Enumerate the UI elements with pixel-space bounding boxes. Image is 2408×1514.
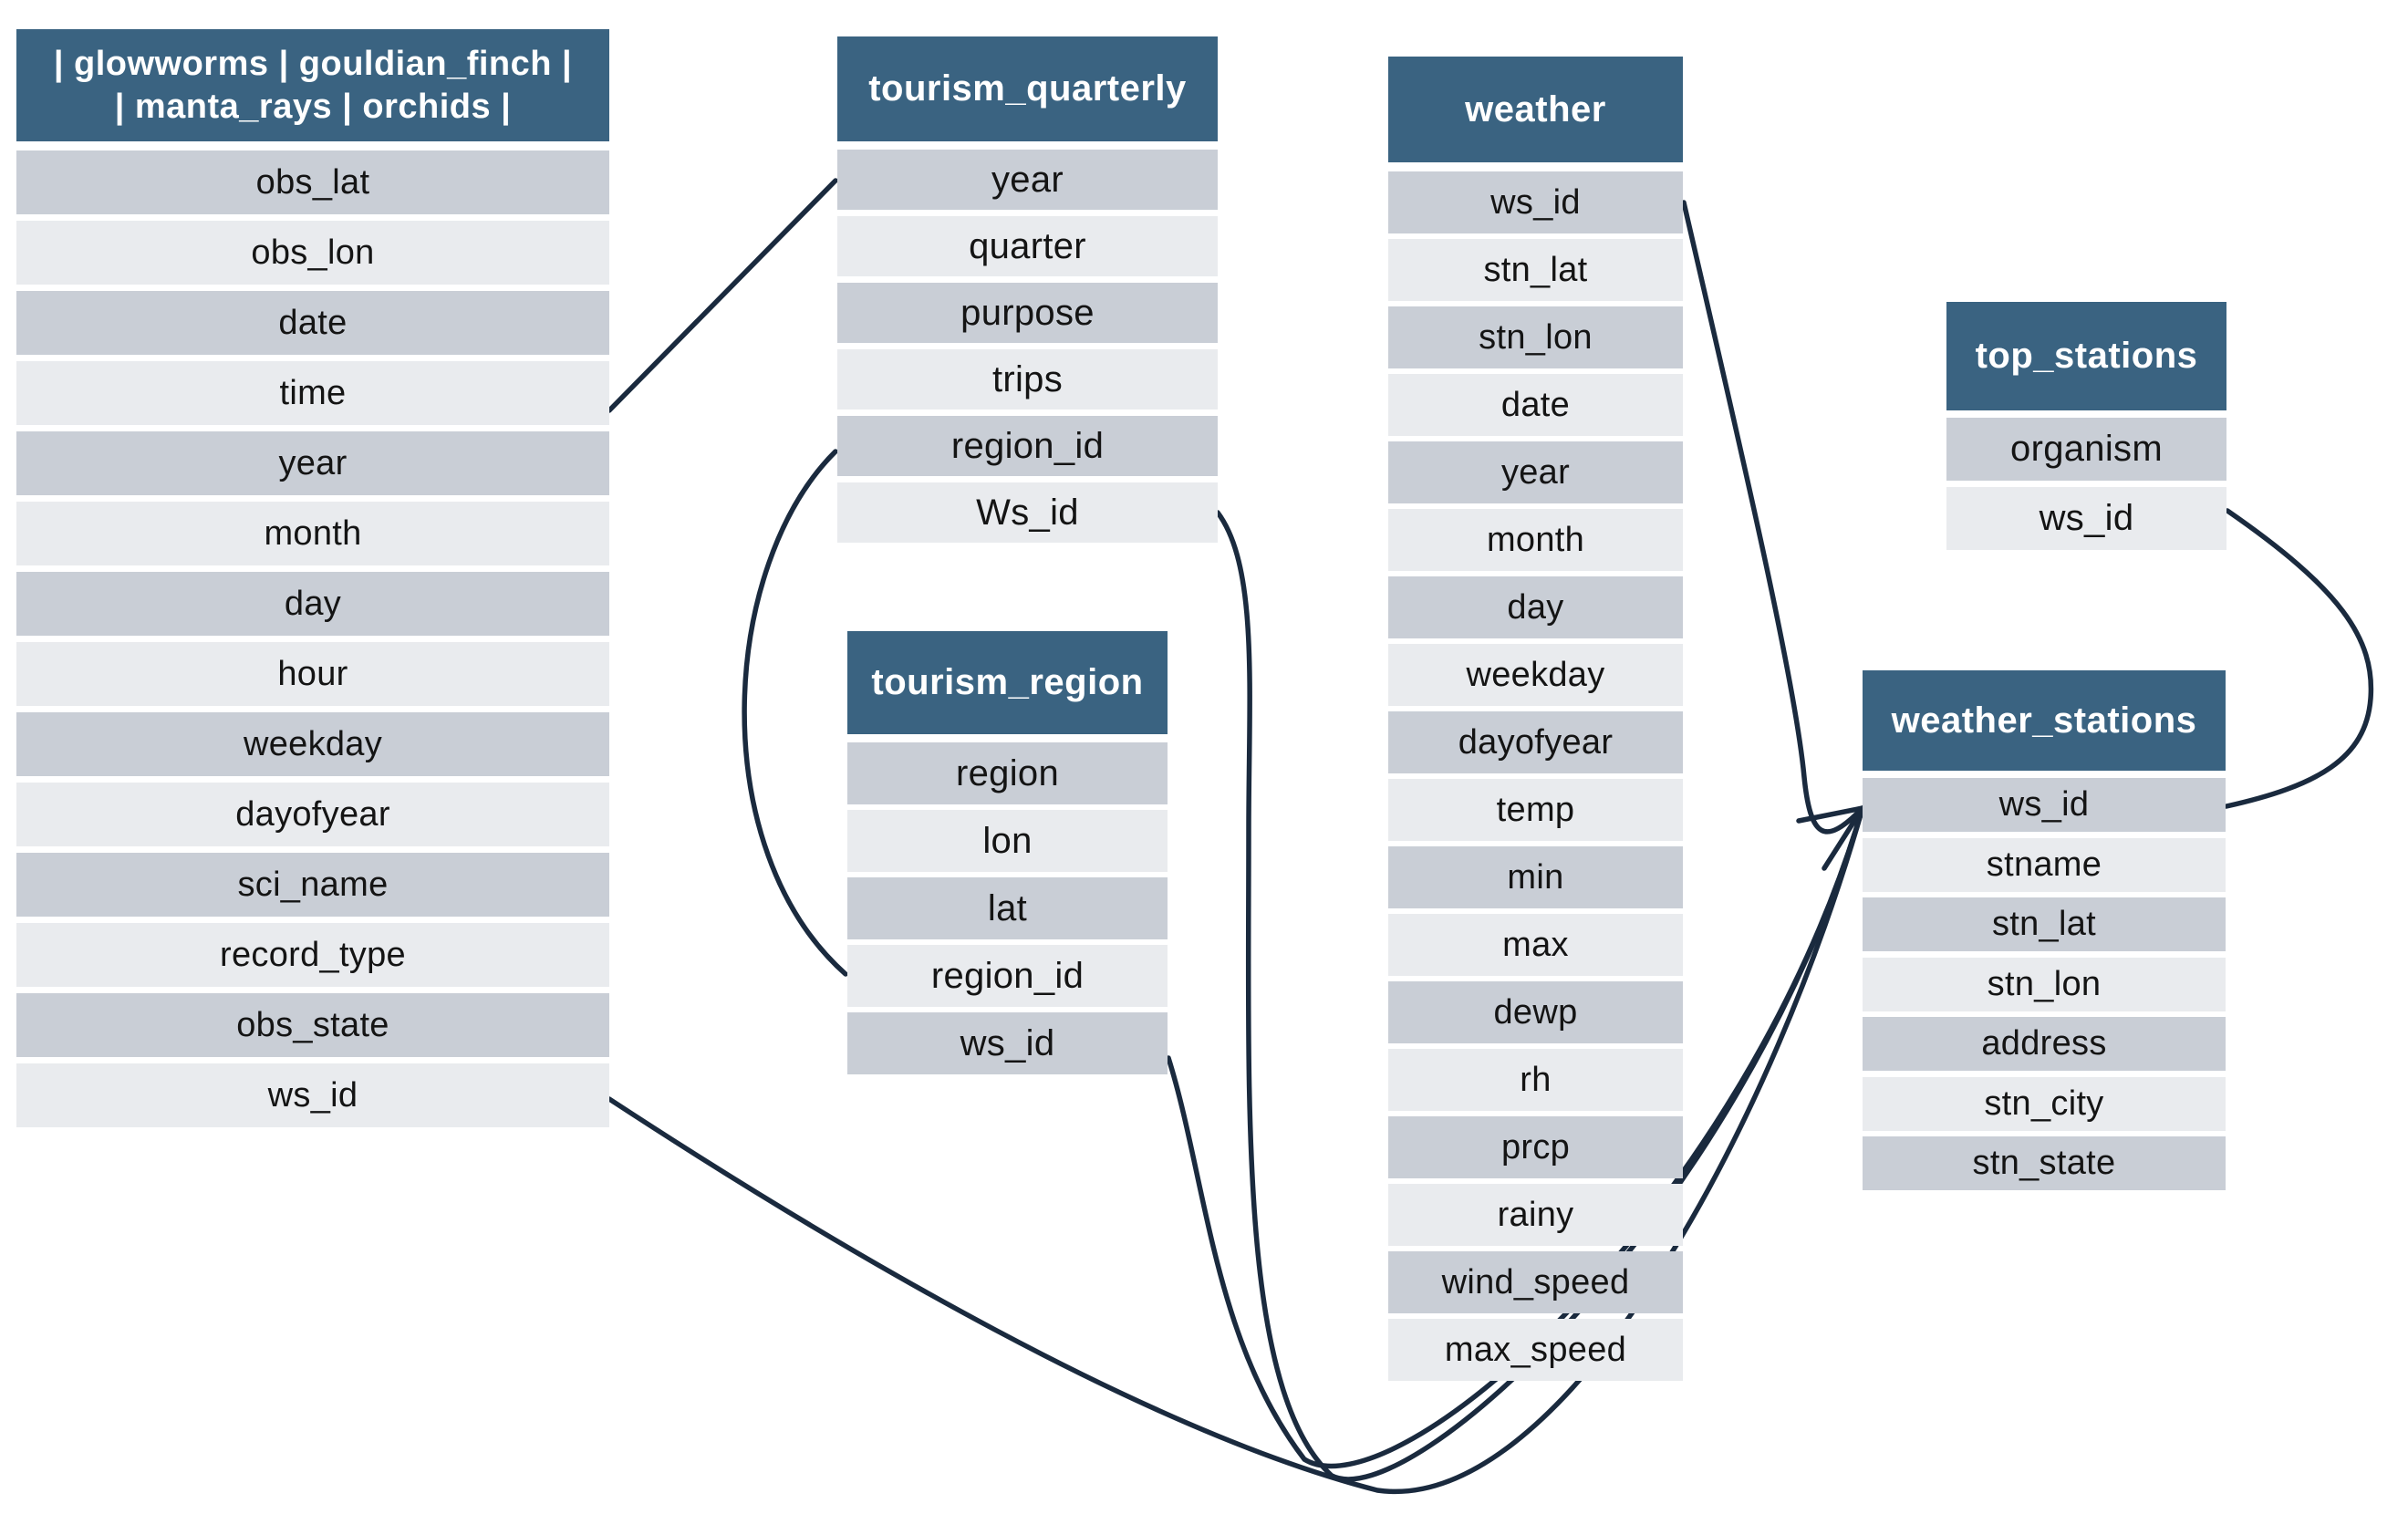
column-prcp: prcp: [1388, 1116, 1683, 1178]
column-obs_lon: obs_lon: [16, 221, 609, 285]
column-dewp: dewp: [1388, 981, 1683, 1043]
column-max: max: [1388, 914, 1683, 976]
table-header-tourism_quarterly: tourism_quarterly: [837, 36, 1218, 141]
table-header-weather_stations: weather_stations: [1863, 670, 2226, 771]
table-title-line: top_stations: [1975, 336, 2198, 377]
relationship-biodiversity.time-to-tourism_quarterly.year: [607, 178, 838, 413]
column-lat: lat: [847, 877, 1168, 939]
column-month: month: [1388, 509, 1683, 571]
column-ws_id: ws_id: [1863, 778, 2226, 832]
table-title-line: weather: [1465, 88, 1606, 130]
column-region_id: region_id: [837, 416, 1218, 476]
column-wind_speed: wind_speed: [1388, 1251, 1683, 1313]
column-stn_lon: stn_lon: [1388, 306, 1683, 368]
table-title-line: tourism_region: [871, 662, 1144, 703]
relationship-weather.ws_id-to-weather_stations.ws_id: [1681, 200, 1863, 835]
column-ws_id: ws_id: [1946, 487, 2226, 550]
column-ws_id: ws_id: [847, 1012, 1168, 1074]
table-header-top_stations: top_stations: [1946, 302, 2226, 410]
column-organism: organism: [1946, 418, 2226, 481]
table-header-biodiversity: | glowworms | gouldian_finch || manta_ra…: [16, 29, 609, 141]
column-hour: hour: [16, 642, 609, 706]
column-stn_state: stn_state: [1863, 1136, 2226, 1190]
table-title-line: tourism_quarterly: [868, 68, 1187, 109]
column-stn_lat: stn_lat: [1863, 897, 2226, 951]
table-title-line: weather_stations: [1891, 700, 2197, 741]
column-time: time: [16, 361, 609, 425]
column-ws_id: ws_id: [1388, 171, 1683, 233]
column-stn_lat: stn_lat: [1388, 239, 1683, 301]
column-trips: trips: [837, 349, 1218, 410]
column-temp: temp: [1388, 779, 1683, 841]
column-Ws_id: Ws_id: [837, 482, 1218, 543]
table-header-tourism_region: tourism_region: [847, 631, 1168, 734]
column-obs_lat: obs_lat: [16, 150, 609, 214]
column-address: address: [1863, 1017, 2226, 1071]
column-weekday: weekday: [1388, 644, 1683, 706]
column-obs_state: obs_state: [16, 993, 609, 1057]
column-ws_id: ws_id: [16, 1063, 609, 1127]
column-region_id: region_id: [847, 945, 1168, 1007]
column-stname: stname: [1863, 837, 2226, 892]
table-header-weather: weather: [1388, 57, 1683, 162]
relationship-tourism_quarterly.region_id-to-tourism_region.region_id: [742, 449, 848, 977]
column-day: day: [16, 572, 609, 636]
column-year: year: [1388, 441, 1683, 503]
column-day: day: [1388, 576, 1683, 638]
column-sci_name: sci_name: [16, 853, 609, 917]
table-title-line: | glowworms | gouldian_finch |: [53, 45, 573, 84]
column-weekday: weekday: [16, 712, 609, 776]
column-stn_city: stn_city: [1863, 1076, 2226, 1131]
column-record_type: record_type: [16, 923, 609, 987]
column-dayofyear: dayofyear: [1388, 711, 1683, 773]
column-rainy: rainy: [1388, 1184, 1683, 1246]
column-dayofyear: dayofyear: [16, 783, 609, 846]
column-max_speed: max_speed: [1388, 1319, 1683, 1381]
column-year: year: [16, 431, 609, 495]
column-quarter: quarter: [837, 216, 1218, 276]
column-region: region: [847, 742, 1168, 804]
column-min: min: [1388, 846, 1683, 908]
column-rh: rh: [1388, 1049, 1683, 1111]
column-date: date: [1388, 374, 1683, 436]
relationship-top_stations.ws_id-to-weather_stations.ws_id: [2224, 508, 2374, 809]
table-title-line: | manta_rays | orchids |: [114, 87, 512, 126]
column-year: year: [837, 150, 1218, 210]
column-stn_lon: stn_lon: [1863, 957, 2226, 1011]
column-purpose: purpose: [837, 283, 1218, 343]
column-date: date: [16, 291, 609, 355]
arrowhead-icon: [1796, 805, 1865, 871]
column-month: month: [16, 502, 609, 565]
table-biodiversity: | glowworms | gouldian_finch || manta_ra…: [16, 29, 609, 1127]
column-lon: lon: [847, 810, 1168, 872]
